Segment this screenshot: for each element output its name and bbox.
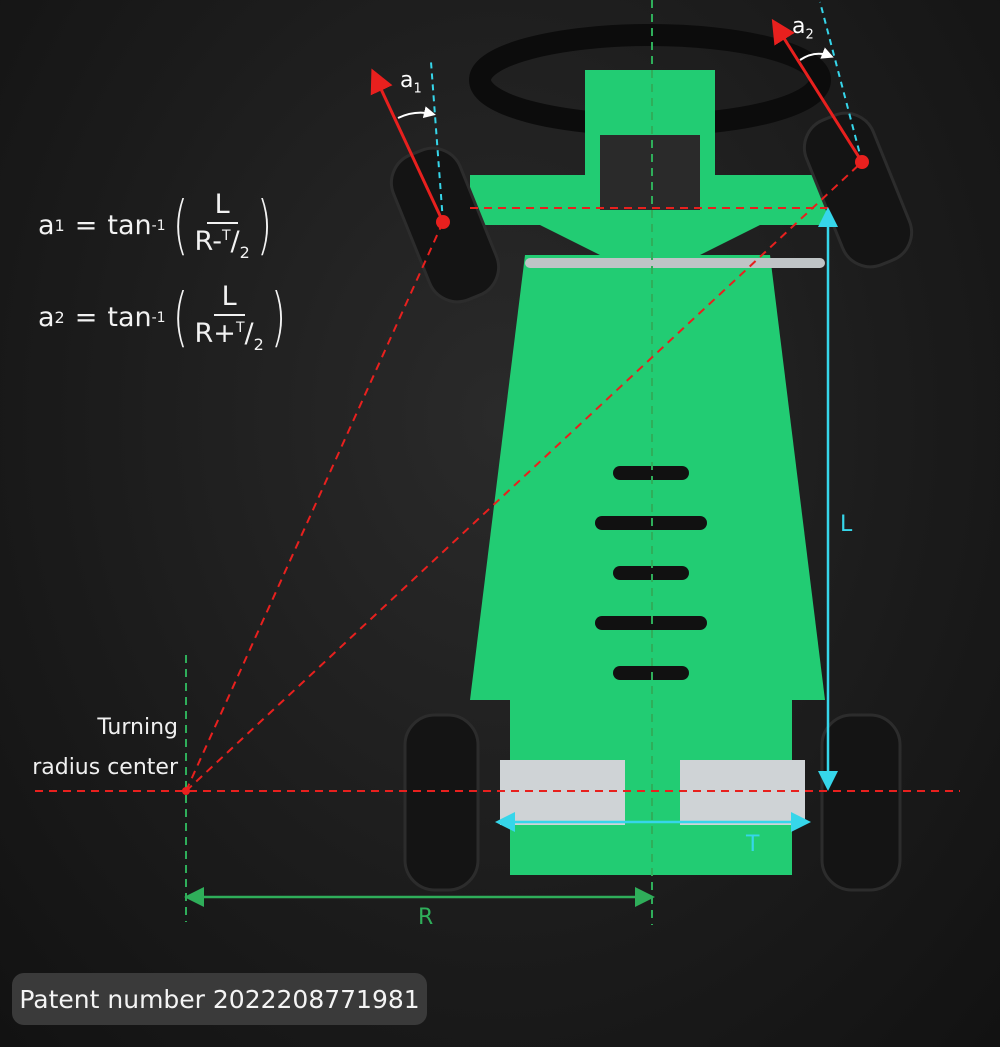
servo (600, 135, 700, 210)
inner-wheel-straight-ref (430, 61, 444, 223)
inner-wheel-pivot (436, 215, 450, 229)
car-chassis (470, 70, 835, 875)
label-R: R (418, 905, 434, 930)
outer-wheel-straight-ref (819, 1, 863, 163)
angle-arc-a2 (799, 47, 834, 61)
outer-wheel-pivot (855, 155, 869, 169)
label-a2: a2 (792, 14, 814, 43)
wheel-rear-right (820, 713, 902, 892)
inner-wheel-heading-arrow (370, 68, 445, 223)
label-L: L (840, 512, 853, 537)
turning-center-point (182, 787, 190, 795)
turning-radius-center-label: Turning radius center (32, 715, 178, 780)
tie-rod (525, 258, 825, 268)
wheels (389, 111, 914, 892)
wheel-rear-left (403, 713, 480, 892)
label-T: T (746, 832, 760, 857)
motor-left (500, 760, 625, 825)
wheel-front-right (802, 111, 914, 269)
motor-right (680, 760, 805, 825)
outer-wheel-heading-arrow (771, 18, 864, 163)
label-a1: a1 (400, 68, 422, 97)
patent-number-badge: Patent number 2022208771981 (12, 973, 427, 1025)
radius-line-inner (185, 221, 444, 792)
angle-arc-a1 (397, 106, 436, 119)
